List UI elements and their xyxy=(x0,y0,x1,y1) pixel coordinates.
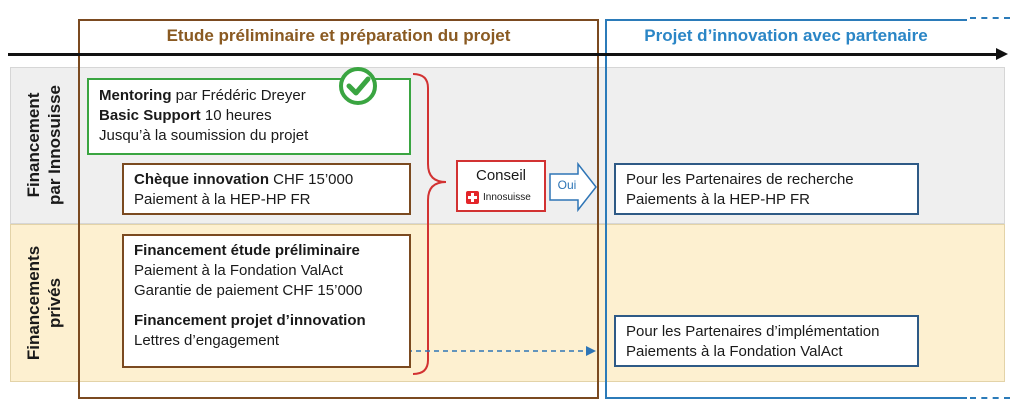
mentoring-by: par Frédéric Dreyer xyxy=(171,87,306,104)
implementation-partners-box: Pour les Partenaires d’implémentation Pa… xyxy=(614,315,919,367)
timeline-arrow-head xyxy=(996,48,1008,60)
innovation-phase-title: Projet d’innovation avec partenaire xyxy=(644,26,928,45)
timeline-arrow xyxy=(8,53,998,56)
preliminary-funding-guarantee: Garantie de paiement CHF 15’000 xyxy=(134,282,363,299)
research-partners-payment: Paiements à la HEP-HP FR xyxy=(626,191,810,208)
basic-support-hours: 10 heures xyxy=(200,107,272,124)
mentoring-title: Mentoring xyxy=(99,87,172,104)
mentoring-duration: Jusqu’à la soumission du projet xyxy=(99,127,309,144)
cheque-payment: Paiement à la HEP-HP FR xyxy=(134,191,311,208)
preliminary-funding-payment: Paiement à la Fondation ValAct xyxy=(134,262,344,279)
innovation-funding-letters: Lettres d’engagement xyxy=(134,332,280,349)
cheque-innovation-box: Chèque innovation CHF 15’000 Paiement à … xyxy=(122,163,411,215)
cheque-amount: CHF 15’000 xyxy=(269,171,354,188)
private-funding-box: Financement étude préliminaire Paiement … xyxy=(122,234,411,368)
innosuisse-label: Innosuisse xyxy=(466,191,531,204)
swiss-cross-icon xyxy=(466,191,479,204)
dashed-arrow-head xyxy=(586,346,596,356)
check-circle-icon xyxy=(339,67,377,105)
oui-arrow-icon xyxy=(549,162,597,212)
basic-support-title: Basic Support xyxy=(99,107,201,124)
phase-continuation-top xyxy=(970,17,1010,19)
innovation-funding-title: Financement projet d’innovation xyxy=(134,312,366,329)
mentoring-box: Mentoring par Frédéric Dreyer Basic Supp… xyxy=(87,78,411,155)
research-partners-title: Pour les Partenaires de recherche xyxy=(626,171,854,188)
red-brace xyxy=(412,73,447,375)
research-partners-box: Pour les Partenaires de recherche Paieme… xyxy=(614,163,919,215)
conseil-title: Conseil xyxy=(475,167,527,184)
innovation-phase-frame xyxy=(605,19,967,399)
innosuisse-brand: Innosuisse xyxy=(483,192,531,203)
preliminary-phase-frame xyxy=(78,19,599,399)
implementation-partners-payment: Paiements à la Fondation ValAct xyxy=(626,343,843,360)
implementation-partners-title: Pour les Partenaires d’implémentation xyxy=(626,323,880,340)
preliminary-phase-title: Etude préliminaire et préparation du pro… xyxy=(166,26,511,45)
cheque-title: Chèque innovation xyxy=(134,171,269,188)
oui-label: Oui xyxy=(557,178,577,192)
preliminary-funding-title: Financement étude préliminaire xyxy=(134,242,360,259)
conseil-box: Conseil Innosuisse xyxy=(456,160,546,212)
phase-continuation-bottom xyxy=(970,397,1010,399)
